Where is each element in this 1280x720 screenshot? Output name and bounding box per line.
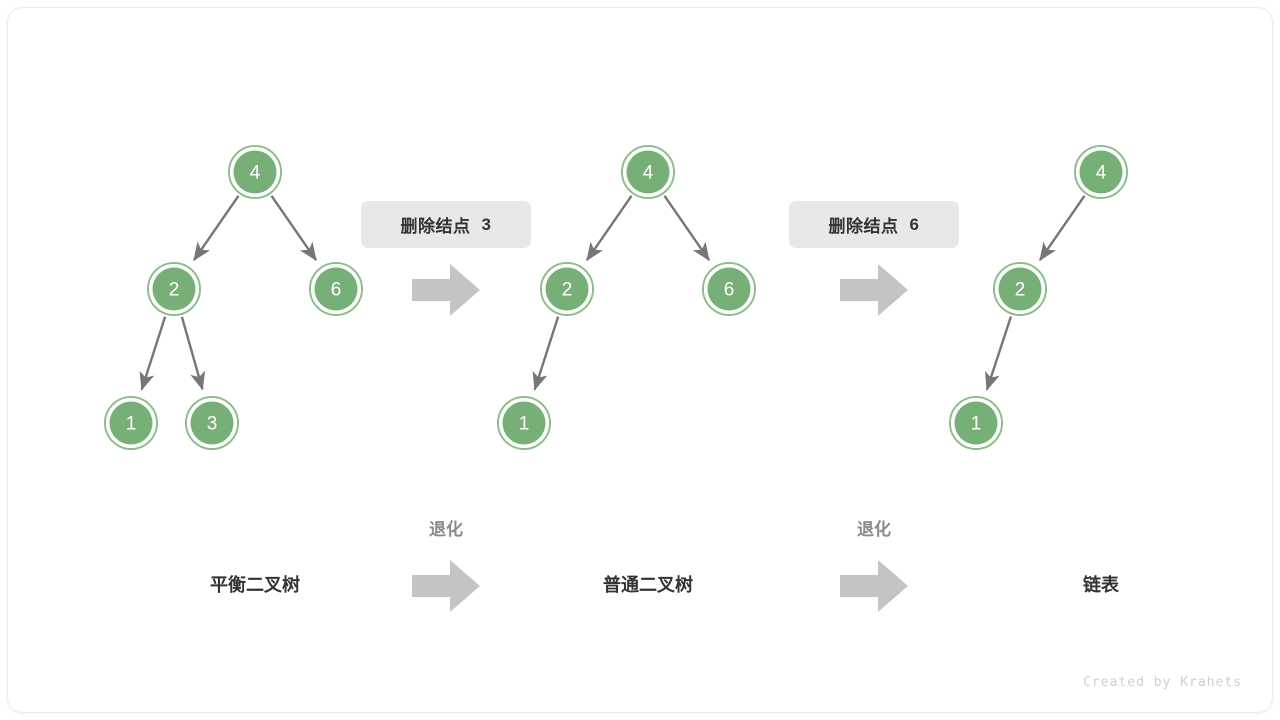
node-value-label: 1 [126, 414, 137, 435]
tree-node-balanced-binary-tree-6: 6 [309, 262, 363, 316]
caption-balanced: 平衡二叉树 [210, 575, 300, 595]
tree-node-balanced-binary-tree-2: 2 [147, 262, 201, 316]
tree-nodes: 4 2 6 1 3 4 2 6 1 4 2 1 [104, 145, 1128, 450]
node-value-label: 2 [562, 280, 573, 301]
operation-chip-delete-node-3: 删除结点 3 [361, 201, 531, 248]
tree-edge-balanced-binary-tree-2-3 [180, 316, 206, 391]
operation-value: 3 [481, 214, 492, 234]
operation-value: 6 [909, 214, 920, 234]
tree-node-ordinary-binary-tree-4: 4 [621, 145, 675, 199]
node-value-label: 4 [643, 163, 654, 184]
tree-edge-ordinary-binary-tree-4-2 [585, 195, 633, 262]
node-value-label: 1 [971, 414, 982, 435]
block-arrows [412, 264, 908, 612]
node-value-label: 2 [169, 280, 180, 301]
tree-edge-ordinary-binary-tree-2-1 [532, 316, 560, 391]
tree-node-linked-list-4: 4 [1074, 145, 1128, 199]
node-value-label: 3 [207, 414, 218, 435]
tree-edge-balanced-binary-tree-4-2 [192, 195, 240, 262]
tree-node-balanced-binary-tree-4: 4 [228, 145, 282, 199]
caption-ordinary: 普通二叉树 [603, 575, 693, 595]
block-arrow-degrade-2 [840, 560, 908, 612]
node-value-label: 4 [250, 163, 261, 184]
tree-edge-ordinary-binary-tree-4-6 [663, 195, 711, 262]
diagram-card: 4 2 6 1 3 4 2 6 1 4 2 1 删除结点 3 删除结点 6 退化 退化 平衡二叉树 普通二叉树 链… [8, 8, 1272, 712]
block-arrow-degrade-1 [412, 560, 480, 612]
node-value-label: 2 [1015, 280, 1026, 301]
tree-graphics-layer: 4 2 6 1 3 4 2 6 1 4 2 1 [104, 145, 1128, 612]
tree-node-ordinary-binary-tree-6: 6 [702, 262, 756, 316]
tree-edge-linked-list-2-1 [985, 316, 1013, 391]
tree-node-ordinary-binary-tree-2: 2 [540, 262, 594, 316]
block-arrow-delete-node-3 [412, 264, 480, 316]
operation-chip-delete-node-6: 删除结点 6 [789, 201, 959, 248]
node-value-label: 6 [724, 280, 735, 301]
tree-node-balanced-binary-tree-1: 1 [104, 396, 158, 450]
caption-linkedlist: 链表 [1083, 575, 1119, 595]
tree-node-ordinary-binary-tree-1: 1 [497, 396, 551, 450]
tree-edge-linked-list-4-2 [1038, 195, 1086, 262]
tree-edge-balanced-binary-tree-4-6 [270, 195, 318, 262]
block-arrow-delete-node-6 [840, 264, 908, 316]
operation-label: 删除结点 [400, 217, 471, 236]
watermark: Created by Krahets [1083, 675, 1242, 690]
tree-node-linked-list-2: 2 [993, 262, 1047, 316]
tree-node-linked-list-1: 1 [949, 396, 1003, 450]
tree-edges [139, 195, 1086, 391]
operation-label: 删除结点 [828, 217, 899, 236]
node-value-label: 1 [519, 414, 530, 435]
tree-node-balanced-binary-tree-3: 3 [185, 396, 239, 450]
node-value-label: 4 [1096, 163, 1107, 184]
degradation-label-degrade-1: 退化 [429, 520, 463, 539]
degradation-label-degrade-2: 退化 [857, 520, 891, 539]
node-value-label: 6 [331, 280, 342, 301]
tree-edge-balanced-binary-tree-2-1 [139, 316, 167, 391]
